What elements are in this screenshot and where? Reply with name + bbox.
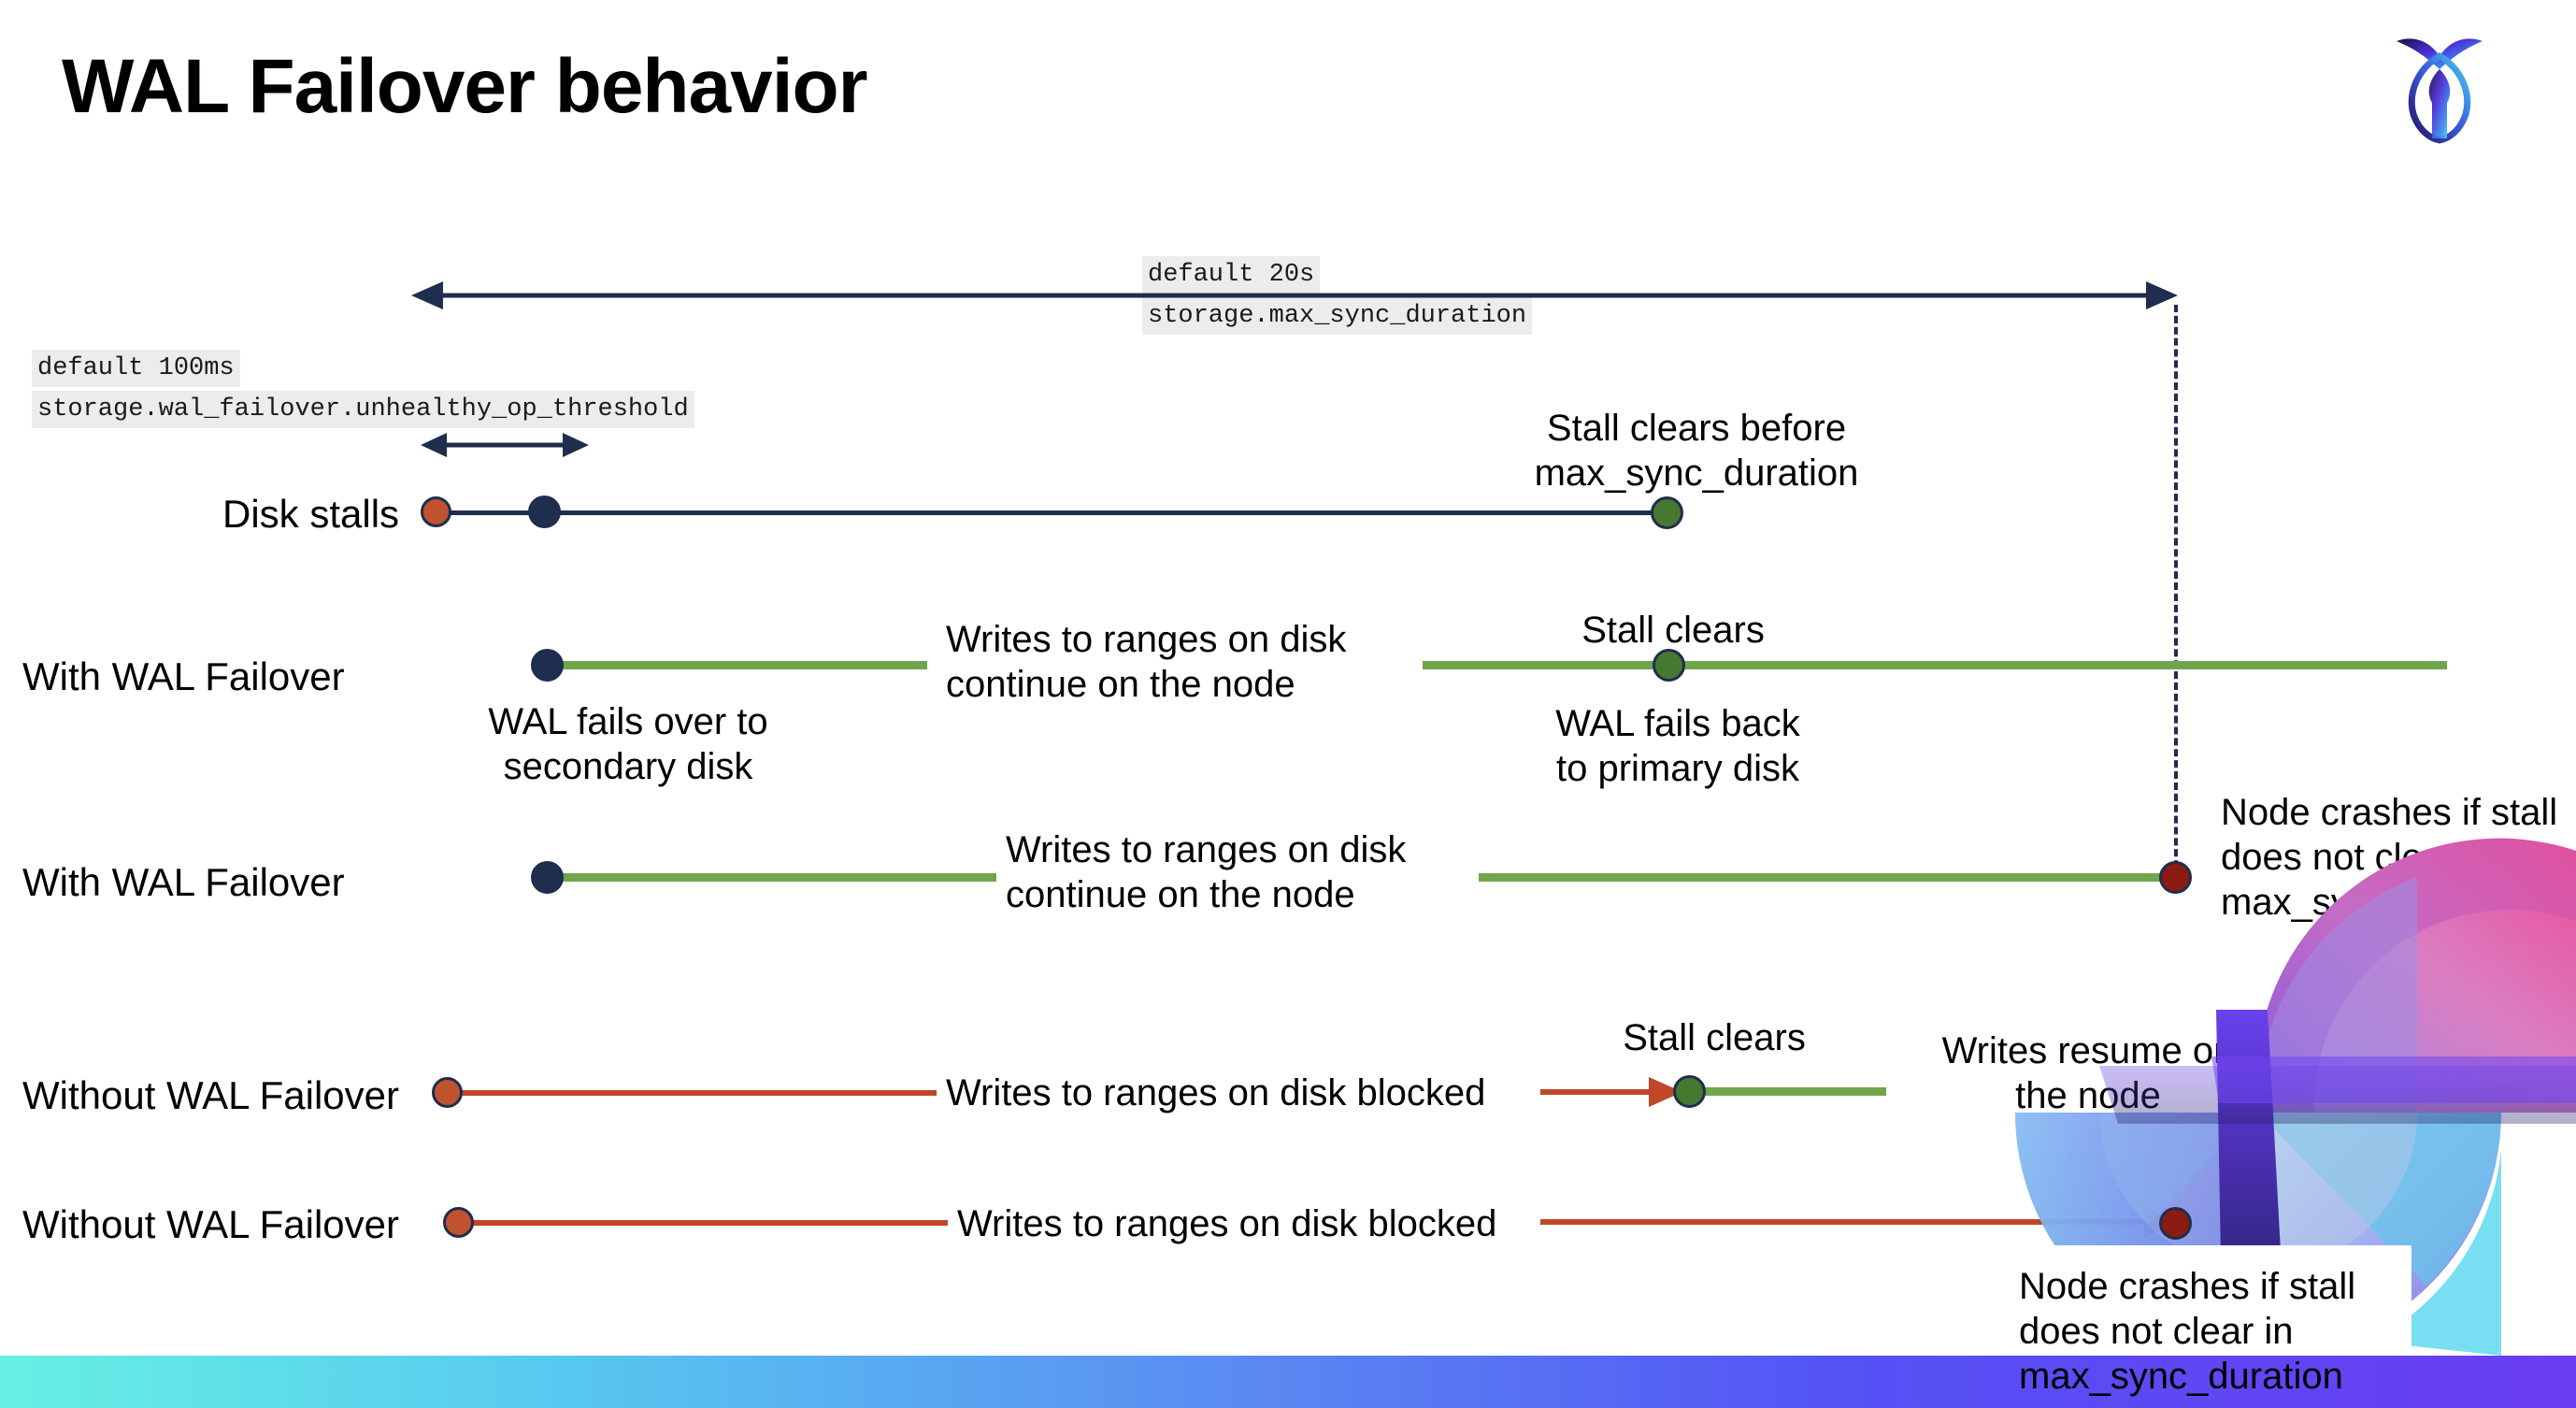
note-writes-resume-row4: Writes resume on the node bbox=[1941, 1030, 2235, 1116]
row-label-without-wal-failover-2: Without WAL Failover bbox=[22, 1202, 399, 1246]
note-node-crashes-row3: Node crashes if stall does not clear in … bbox=[2221, 792, 2558, 923]
node-crash-dot-row5 bbox=[2159, 1207, 2192, 1240]
max-sync-duration-dashed-guide bbox=[2174, 305, 2178, 879]
wal-failover-start-dot-2 bbox=[531, 861, 564, 894]
page-title: WAL Failover behavior bbox=[62, 44, 868, 129]
row-label-without-wal-failover-1: Without WAL Failover bbox=[22, 1073, 399, 1117]
without-wal-failover-blocked-segment-2 bbox=[458, 1220, 948, 1226]
row-label-disk-stalls: Disk stalls bbox=[222, 492, 400, 536]
with-wal-failover-crash-segment-2 bbox=[1479, 873, 2189, 882]
with-wal-failover-crash-segment-1 bbox=[542, 873, 996, 882]
stall-clears-dot-row2 bbox=[1653, 649, 1685, 682]
wal-failover-start-dot-1 bbox=[531, 649, 564, 682]
note-writes-continue-1: Writes to ranges on disk continue on the… bbox=[946, 619, 1347, 705]
max-sync-duration-default-chip: default 20s bbox=[1142, 256, 1321, 295]
note-writes-blocked-row5: Writes to ranges on disk blocked bbox=[957, 1203, 1497, 1244]
writes-resume-green-segment-row4-b bbox=[2286, 1087, 2447, 1096]
writes-blocked-arrow-row4 bbox=[1540, 1077, 1682, 1107]
writes-resume-green-segment-row4 bbox=[1699, 1087, 1886, 1096]
node-crash-dot-row3 bbox=[2159, 861, 2192, 894]
disk-stall-start-dot bbox=[421, 496, 451, 527]
note-wal-fails-over-secondary: WAL fails over to secondary disk bbox=[488, 701, 768, 787]
wal-failover-trigger-dot bbox=[528, 496, 561, 528]
unhealthy-op-threshold-span-arrow bbox=[421, 433, 589, 457]
disk-stall-start-dot-row5 bbox=[443, 1207, 474, 1238]
unhealthy-op-threshold-setting-chip: storage.wal_failover.unhealthy_op_thresh… bbox=[32, 391, 694, 429]
note-stall-clears-row2: Stall clears bbox=[1581, 610, 1765, 651]
row-label-with-wal-failover-1: With WAL Failover bbox=[22, 654, 345, 698]
max-sync-duration-setting-chip: storage.max_sync_duration bbox=[1142, 297, 1533, 336]
note-stall-clears-row4: Stall clears bbox=[1623, 1017, 1806, 1058]
stall-clears-dot-row4 bbox=[1673, 1075, 1706, 1108]
note-writes-continue-2: Writes to ranges on disk continue on the… bbox=[1006, 829, 1407, 915]
note-wal-fails-back-primary: WAL fails back to primary disk bbox=[1555, 703, 1800, 789]
note-writes-blocked-row4: Writes to ranges on disk blocked bbox=[946, 1072, 1486, 1113]
disk-stall-start-dot-row4 bbox=[432, 1077, 463, 1108]
note-stall-clears-before-max-sync: Stall clears before max_sync_duration bbox=[1534, 408, 1859, 494]
row-label-with-wal-failover-2: With WAL Failover bbox=[22, 860, 345, 904]
with-wal-failover-green-segment-2 bbox=[1423, 661, 2447, 669]
without-wal-failover-blocked-segment-1 bbox=[447, 1090, 937, 1096]
cockroachdb-logo bbox=[2383, 28, 2496, 145]
disk-stall-clears-dot bbox=[1651, 496, 1683, 529]
unhealthy-op-threshold-default-chip: default 100ms bbox=[32, 350, 240, 388]
note-node-crashes-row5: Node crashes if stall does not clear in … bbox=[2019, 1266, 2356, 1397]
writes-blocked-arrow-row5 bbox=[1540, 1207, 2178, 1237]
with-wal-failover-green-segment-1 bbox=[542, 661, 927, 669]
bottom-gradient-bar bbox=[0, 1356, 2576, 1408]
max-sync-duration-span-arrow bbox=[411, 281, 2178, 309]
disk-stalls-timeline bbox=[436, 510, 1671, 515]
